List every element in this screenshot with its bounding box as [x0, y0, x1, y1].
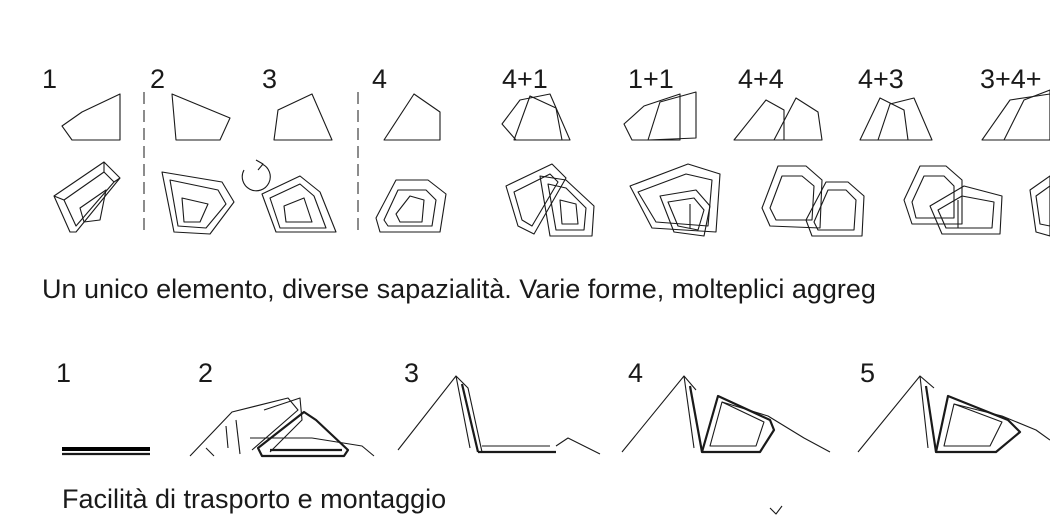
shape-outline-3-plus-4 — [981, 89, 1050, 141]
top-caption: Un unico elemento, diverse sapazialità. … — [42, 274, 876, 304]
shape-outline-4 — [383, 93, 441, 141]
top-label-4-plus-3: 4+3 — [858, 64, 904, 94]
top-label-2: 2 — [150, 64, 166, 94]
shape-outline-4-plus-3 — [859, 97, 933, 141]
fold-step-1 — [62, 447, 150, 456]
shape-outline-4-plus-4 — [733, 97, 823, 141]
frame-3d-4 — [375, 179, 447, 233]
fold-step-2 — [189, 397, 375, 458]
bottom-caption: Facilità di trasporto e montaggio — [62, 484, 447, 514]
frame-3d-3-plus-4 — [1029, 175, 1050, 237]
top-label-1: 1 — [42, 64, 58, 94]
frame-3d-3 — [261, 175, 337, 233]
shape-outline-3 — [273, 93, 333, 141]
top-label-4-plus-1: 4+1 — [502, 64, 548, 94]
bottom-label-5: 5 — [860, 358, 876, 388]
fold-step-3 — [397, 375, 601, 455]
shape-outline-1-plus-1 — [623, 91, 697, 141]
fold-step-5 — [857, 375, 1050, 454]
mark-icon — [769, 505, 783, 515]
bottom-label-4: 4 — [628, 358, 644, 388]
top-label-4: 4 — [372, 64, 388, 94]
top-label-3-plus-4: 3+4+ — [980, 64, 1042, 94]
fold-step-4 — [621, 375, 831, 454]
bottom-label-3: 3 — [404, 358, 420, 388]
bottom-label-2: 2 — [198, 358, 214, 388]
shape-outline-4-plus-1 — [501, 93, 571, 141]
frame-3d-2 — [161, 171, 235, 235]
frame-3d-1-plus-1 — [629, 163, 721, 237]
frame-3d-4-plus-1 — [505, 163, 595, 237]
shape-outline-2 — [171, 93, 231, 141]
top-label-4-plus-4: 4+4 — [738, 64, 784, 94]
rotate-arrow-icon — [241, 159, 271, 192]
frame-3d-1 — [53, 161, 121, 233]
bottom-label-1: 1 — [56, 358, 72, 388]
frame-3d-4-plus-4 — [761, 165, 865, 237]
shape-outline-1 — [61, 93, 121, 141]
top-label-1-plus-1: 1+1 — [628, 64, 674, 94]
frame-3d-4-plus-3 — [903, 165, 1003, 235]
top-label-3: 3 — [262, 64, 278, 94]
